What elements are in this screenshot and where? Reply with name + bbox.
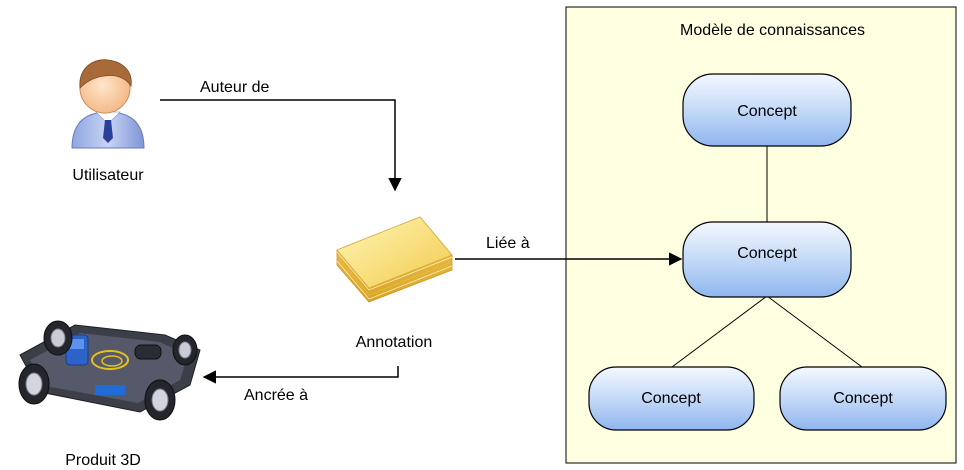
linked-relation-label: Liée à — [486, 235, 530, 252]
author-relation-label: Auteur de — [200, 79, 269, 96]
author-arrow — [160, 99, 402, 192]
concept-node-middle: Concept — [682, 221, 852, 298]
anchored-relation-label: Ancrée à — [244, 387, 308, 404]
product-label: Produit 3D — [65, 452, 141, 469]
anchored-arrow — [202, 366, 399, 384]
knowledge-model-title: Modèle de connaissances — [680, 22, 865, 39]
annotation-label: Annotation — [356, 334, 433, 351]
concept-link-left — [671, 295, 768, 368]
concept-label: Concept — [737, 103, 797, 120]
concept-node-top: Concept — [682, 73, 852, 147]
user-label: Utilisateur — [72, 167, 144, 184]
concept-node-bottom-left: Concept — [588, 366, 755, 431]
concept-label: Concept — [641, 390, 701, 407]
concept-link-right — [766, 295, 863, 368]
sticky-note-icon — [336, 216, 453, 303]
user-icon — [71, 59, 145, 149]
concept-label: Concept — [737, 245, 797, 262]
concept-node-bottom-right: Concept — [779, 366, 947, 431]
3d-car-chassis-icon — [18, 320, 201, 421]
concept-label: Concept — [833, 390, 893, 407]
